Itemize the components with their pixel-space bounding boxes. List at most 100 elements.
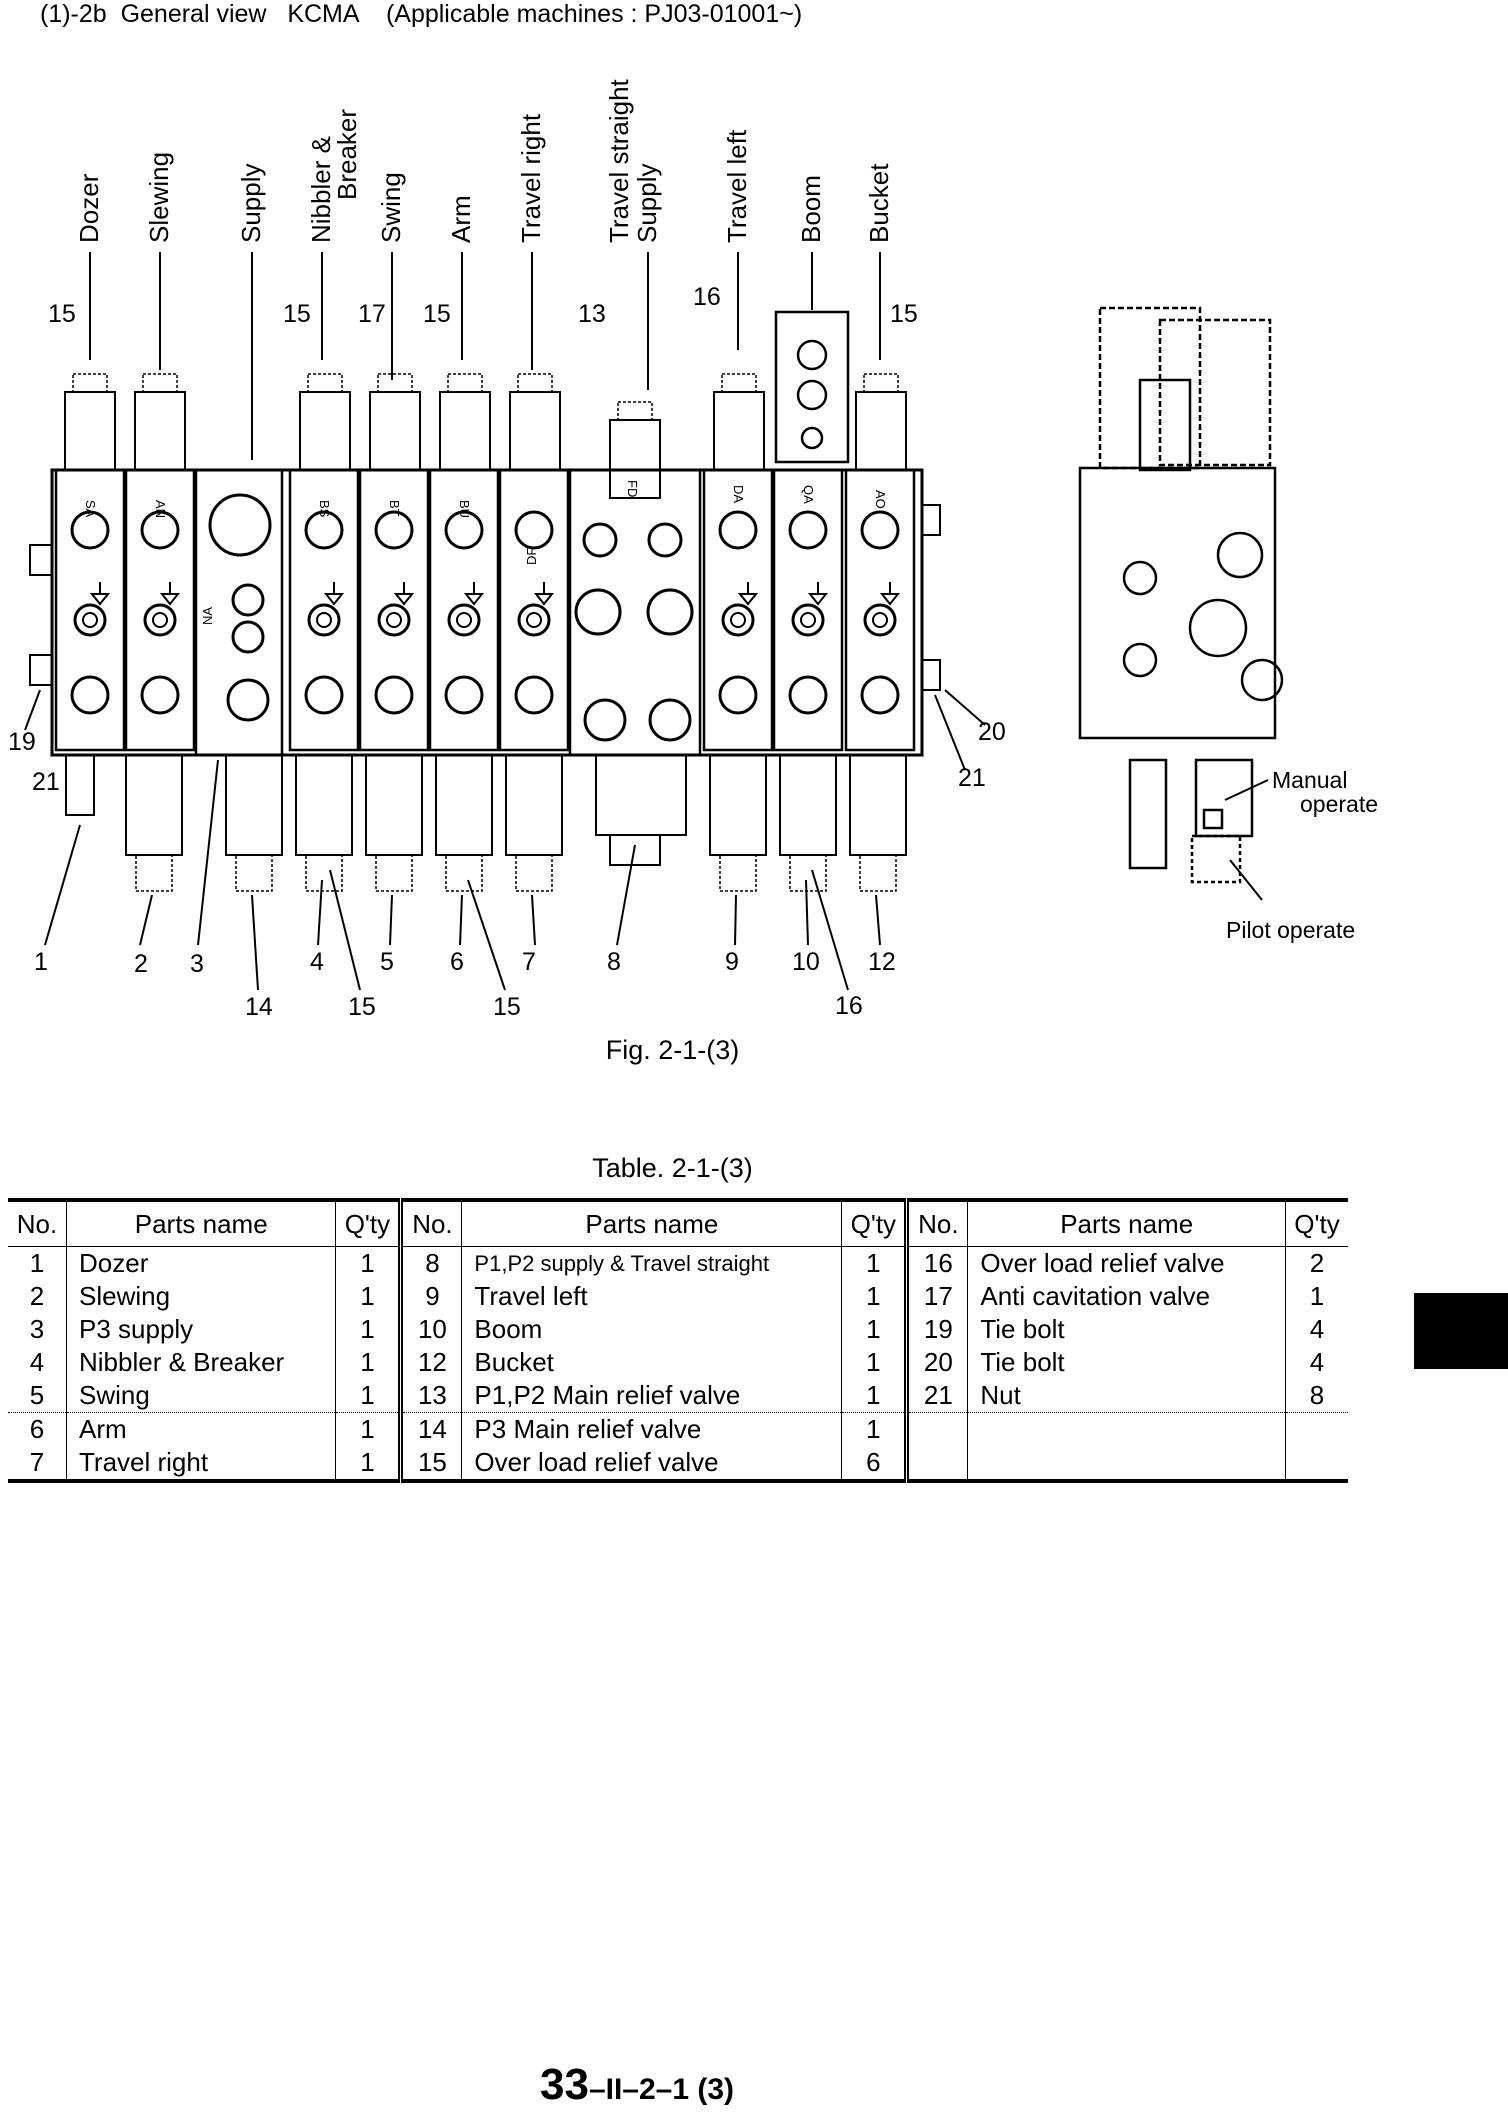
cell-part-name: Tie bolt xyxy=(967,1313,1286,1346)
cell-part-name: Swing xyxy=(65,1379,336,1413)
cell-part-name: P1,P2 Main relief valve xyxy=(461,1379,842,1413)
label-manual: Manual xyxy=(1272,767,1347,793)
num-top-16: 16 xyxy=(693,283,721,311)
header-no-1: No. xyxy=(8,1198,67,1247)
num-bot-4: 4 xyxy=(310,948,324,976)
cell-no: 19 xyxy=(904,1313,968,1346)
cell-qty: 1 xyxy=(841,1379,907,1413)
cell-qty: 6 xyxy=(841,1446,907,1483)
num-side-19: 19 xyxy=(8,728,36,756)
cell-part-name xyxy=(967,1412,1286,1446)
cell-no: 13 xyxy=(398,1379,462,1413)
cell-part-name: Arm xyxy=(65,1412,336,1446)
label-travel-right: Travel right xyxy=(516,113,546,243)
label-dozer: Dozer xyxy=(74,173,104,243)
cell-qty: 2 xyxy=(1285,1246,1348,1280)
num-bot-3: 3 xyxy=(190,950,204,978)
header-parts-name-2: Parts name xyxy=(461,1198,842,1247)
cell-part-name: P3 Main relief valve xyxy=(461,1412,842,1446)
num-bot-8: 8 xyxy=(607,948,621,976)
num-top-15d: 15 xyxy=(890,300,918,328)
table-row: 3 P3 supply 1 10 Boom 1 19 Tie bolt 4 xyxy=(8,1313,1348,1346)
table-row: 5 Swing 1 13 P1,P2 Main relief valve 1 2… xyxy=(8,1379,1348,1413)
cell-no: 9 xyxy=(398,1280,462,1313)
num-bot-5: 5 xyxy=(380,948,394,976)
mark-qa: QA xyxy=(801,485,816,504)
page-heading: (1)-2b General view KCMA (Applicable mac… xyxy=(40,0,803,28)
label-travel-left: Travel left xyxy=(722,129,752,243)
mark-ao: AO xyxy=(873,490,888,509)
cell-part-name: Travel right xyxy=(65,1446,336,1483)
cell-qty: 1 xyxy=(335,1346,401,1379)
cell-no: 6 xyxy=(29,1414,45,1444)
num-bot-1: 1 xyxy=(34,948,48,976)
cell-qty: 1 xyxy=(841,1412,907,1446)
header-qty-1: Q'ty xyxy=(335,1198,401,1247)
cell-part-name: Tie bolt xyxy=(967,1346,1286,1379)
mark-bu: BU xyxy=(457,500,472,518)
cell-part-name: Anti cavitation valve xyxy=(967,1280,1286,1313)
cell-no: 7 xyxy=(8,1446,67,1483)
cell-no: 14 xyxy=(398,1412,462,1446)
side-view xyxy=(1078,306,1284,884)
num-side-21a: 21 xyxy=(32,768,60,796)
header-no-3: No. xyxy=(904,1198,968,1247)
cell-qty: 4 xyxy=(1285,1313,1348,1346)
table-row: 6 Arm 1 14 P3 Main relief valve 1 xyxy=(8,1412,1348,1446)
cell-qty: 1 xyxy=(841,1313,907,1346)
label-operate: operate xyxy=(1300,791,1378,817)
mark-df: DF xyxy=(524,548,539,565)
cell-no: 21 xyxy=(904,1379,968,1413)
cell-no: 20 xyxy=(904,1346,968,1379)
num-bot-6: 6 xyxy=(450,948,464,976)
section-index-tab xyxy=(1414,1293,1508,1369)
mark-na: NA xyxy=(200,607,215,625)
label-swing: Swing xyxy=(376,172,406,243)
mark-bs: BS xyxy=(317,500,332,518)
cell-part-name: P1,P2 supply & Travel straight xyxy=(461,1246,842,1280)
num-bot-9: 9 xyxy=(725,948,739,976)
cell-qty: 1 xyxy=(335,1379,401,1413)
header-qty-2: Q'ty xyxy=(841,1198,907,1247)
table-row: 4 Nibbler & Breaker 1 12 Bucket 1 20 Tie… xyxy=(8,1346,1348,1379)
cell-part-name: Over load relief valve xyxy=(967,1246,1286,1280)
num-bot-16: 16 xyxy=(835,992,863,1020)
cell-no: 16 xyxy=(904,1246,968,1280)
valve-sections xyxy=(54,468,916,757)
cell-part-name: P3 supply xyxy=(65,1313,336,1346)
cell-qty: 1 xyxy=(841,1346,907,1379)
cell-part-name: Dozer xyxy=(65,1246,336,1280)
label-bucket: Bucket xyxy=(864,163,894,243)
table-header-row: No. Parts name Q'ty No. Parts name Q'ty … xyxy=(8,1198,1348,1247)
cell-qty: 1 xyxy=(335,1446,401,1483)
page-number: 33–II–2–1 (3) xyxy=(540,2060,734,2110)
header-parts-name-3: Parts name xyxy=(967,1198,1286,1247)
table-caption: Table. 2-1-(3) xyxy=(592,1153,753,1183)
cell-no xyxy=(904,1412,968,1446)
cell-no: 4 xyxy=(29,1347,45,1377)
label-pilot-operate: Pilot operate xyxy=(1226,917,1355,943)
cell-qty: 8 xyxy=(1285,1379,1348,1413)
table-row: 1 Dozer 1 8 P1,P2 supply & Travel straig… xyxy=(8,1246,1348,1280)
cell-qty xyxy=(1285,1446,1348,1483)
page-number-sub: –II–2–1 (3) xyxy=(588,2073,735,2106)
label-nibbler: Nibbler & xyxy=(306,136,336,243)
num-bot-2: 2 xyxy=(134,950,148,978)
cell-part-name: Boom xyxy=(461,1313,842,1346)
cell-part-name: Travel left xyxy=(461,1280,842,1313)
parts-table: No. Parts name Q'ty No. Parts name Q'ty … xyxy=(8,1198,1348,1483)
cell-part-name: Bucket xyxy=(461,1346,842,1379)
header-parts-name-1: Parts name xyxy=(65,1198,336,1247)
label-supply-2: Supply xyxy=(632,164,662,244)
mark-da: DA xyxy=(731,485,746,503)
cell-qty: 1 xyxy=(335,1246,401,1280)
header-qty-3: Q'ty xyxy=(1285,1198,1348,1247)
cell-no: 15 xyxy=(398,1446,462,1483)
label-breaker: Breaker xyxy=(332,109,362,200)
page-number-main: 33 xyxy=(540,2060,589,2109)
cell-part-name xyxy=(967,1446,1286,1483)
mark-fd: FD xyxy=(625,480,640,497)
cell-qty: 1 xyxy=(335,1313,401,1346)
label-arm: Arm xyxy=(446,195,476,243)
cell-qty xyxy=(1285,1412,1348,1446)
